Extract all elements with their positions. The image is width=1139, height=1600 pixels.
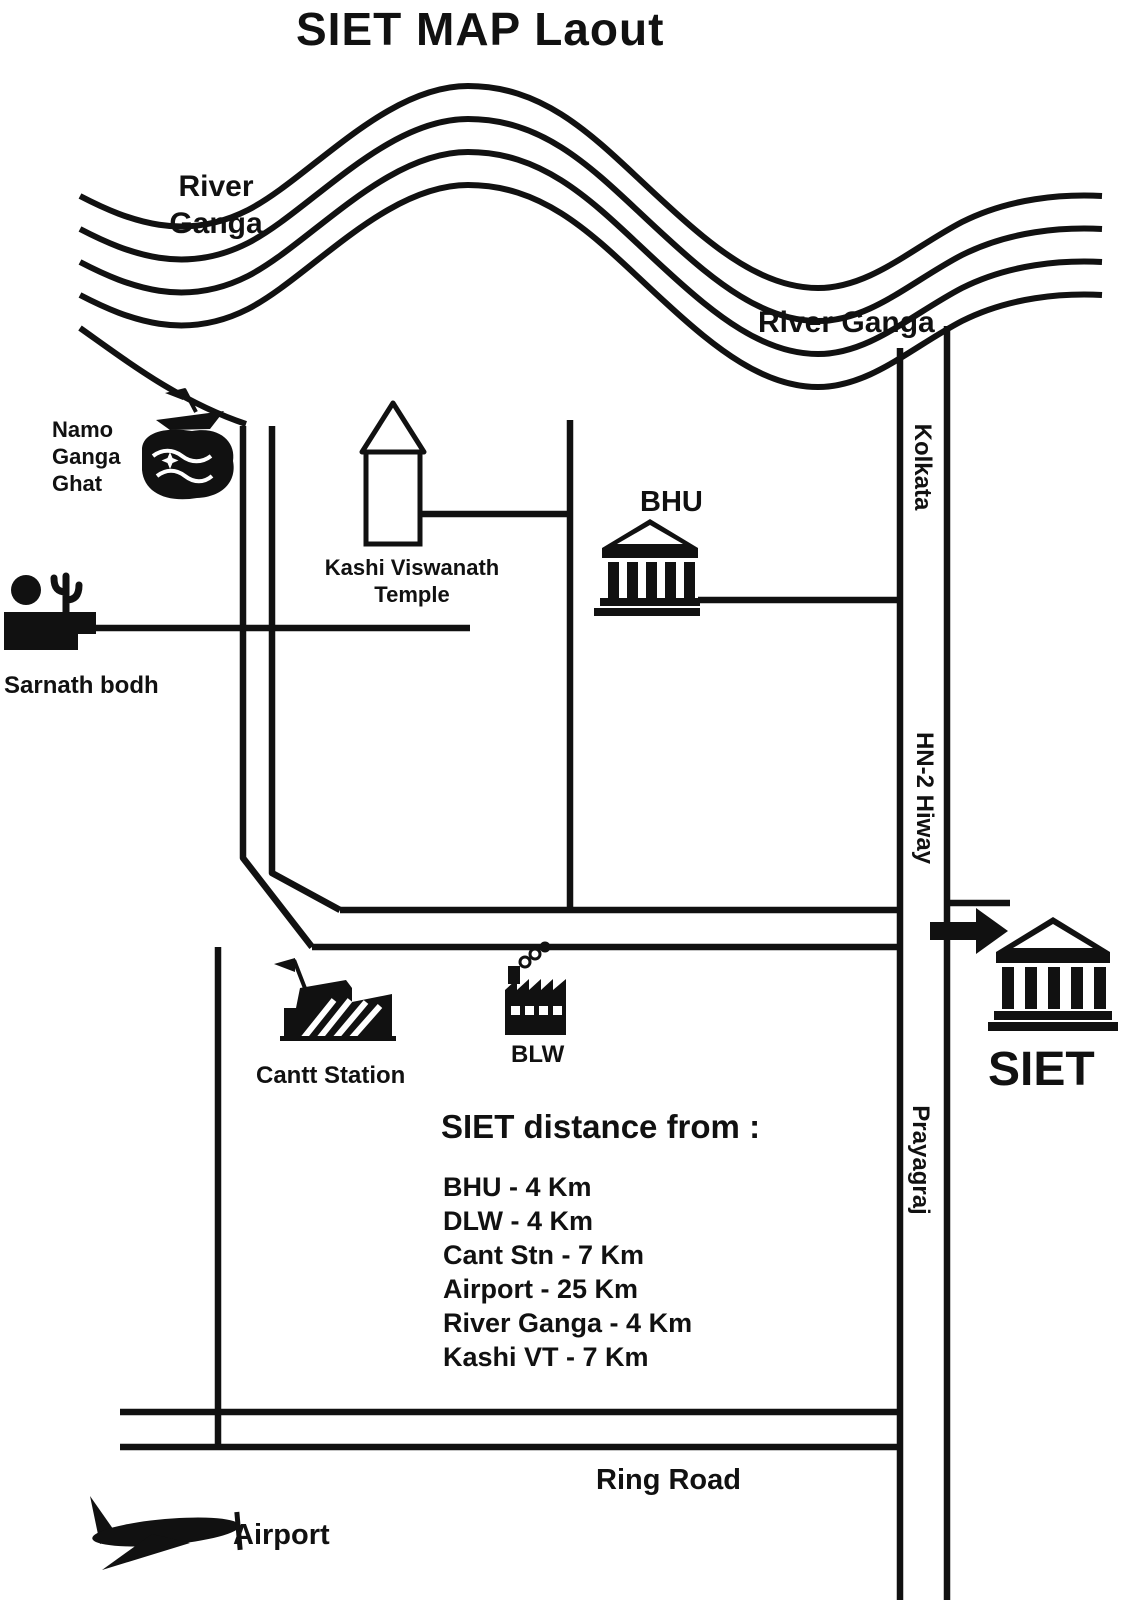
river-line-3 bbox=[78, 181, 1103, 391]
namo-ganga-ghat-label: Namo Ganga Ghat bbox=[52, 416, 120, 497]
distance-panel-heading: SIET distance from : bbox=[441, 1108, 761, 1145]
bhu-label: BHU bbox=[640, 486, 703, 518]
siet-label: SIET bbox=[988, 1043, 1095, 1096]
blw-factory-icon bbox=[505, 941, 566, 1035]
river-label-line: River bbox=[178, 170, 254, 203]
distance-item: River Ganga - 4 Km bbox=[443, 1308, 693, 1338]
river-line-0 bbox=[78, 82, 1103, 292]
river-bank-line bbox=[78, 325, 247, 427]
distance-item: DLW - 4 Km bbox=[443, 1206, 594, 1236]
blw-label: BLW bbox=[511, 1041, 565, 1068]
namo-label-line: Ganga bbox=[52, 444, 121, 469]
siet-building-icon bbox=[988, 917, 1118, 1031]
river-ganga-curves bbox=[78, 82, 1103, 427]
river-line-1 bbox=[78, 115, 1103, 325]
namo-label-line: Ghat bbox=[52, 471, 103, 496]
highway-kolkata-label: Kolkata bbox=[909, 423, 936, 511]
siet-entrance-arrow-icon bbox=[930, 908, 1008, 954]
river-ganga-label-right: River Ganga bbox=[758, 306, 935, 339]
namo-label-line: Namo bbox=[52, 417, 114, 442]
boat-icon bbox=[156, 388, 224, 430]
distance-item: Kashi VT - 7 Km bbox=[443, 1342, 649, 1372]
road-ghat-vertical-left bbox=[239, 426, 315, 949]
kashi-label-line: Kashi Viswanath bbox=[324, 555, 500, 580]
bhu-building-icon bbox=[594, 519, 700, 616]
cantt-station-icon bbox=[274, 958, 396, 1041]
kashi-viswanath-temple-icon bbox=[359, 400, 427, 547]
map-title: SIET MAP Laout bbox=[296, 3, 665, 55]
river-ganga-label-left: River Ganga bbox=[156, 168, 276, 242]
distance-item: BHU - 4 Km bbox=[443, 1172, 592, 1202]
road-network bbox=[90, 326, 1010, 1600]
airport-label: Airport bbox=[233, 1519, 330, 1551]
kashi-label-line: Temple bbox=[374, 582, 450, 607]
highway-prayagraj-label: Prayagraj bbox=[907, 1105, 934, 1215]
cantt-station-label: Cantt Station bbox=[256, 1062, 406, 1089]
highway-hn2-label: HN-2 Hiway bbox=[911, 731, 938, 865]
distance-item: Airport - 25 Km bbox=[443, 1274, 639, 1304]
river-label-line: Ganga bbox=[169, 207, 263, 240]
namo-ganga-ghat-icon bbox=[142, 388, 234, 500]
sarnath-bodh-icon bbox=[4, 572, 96, 650]
distance-item: Cant Stn - 7 Km bbox=[443, 1240, 645, 1270]
distance-panel-list: BHU - 4 Km DLW - 4 Km Cant Stn - 7 Km Ai… bbox=[443, 1170, 692, 1374]
road-ghat-vertical-right bbox=[268, 426, 342, 913]
river-line-2 bbox=[78, 148, 1103, 358]
kashi-viswanath-temple-label: Kashi Viswanath Temple bbox=[320, 554, 504, 608]
ring-road-label: Ring Road bbox=[596, 1464, 741, 1496]
airport-plane-icon bbox=[90, 1496, 243, 1570]
sarnath-bodh-label: Sarnath bodh bbox=[4, 672, 159, 699]
